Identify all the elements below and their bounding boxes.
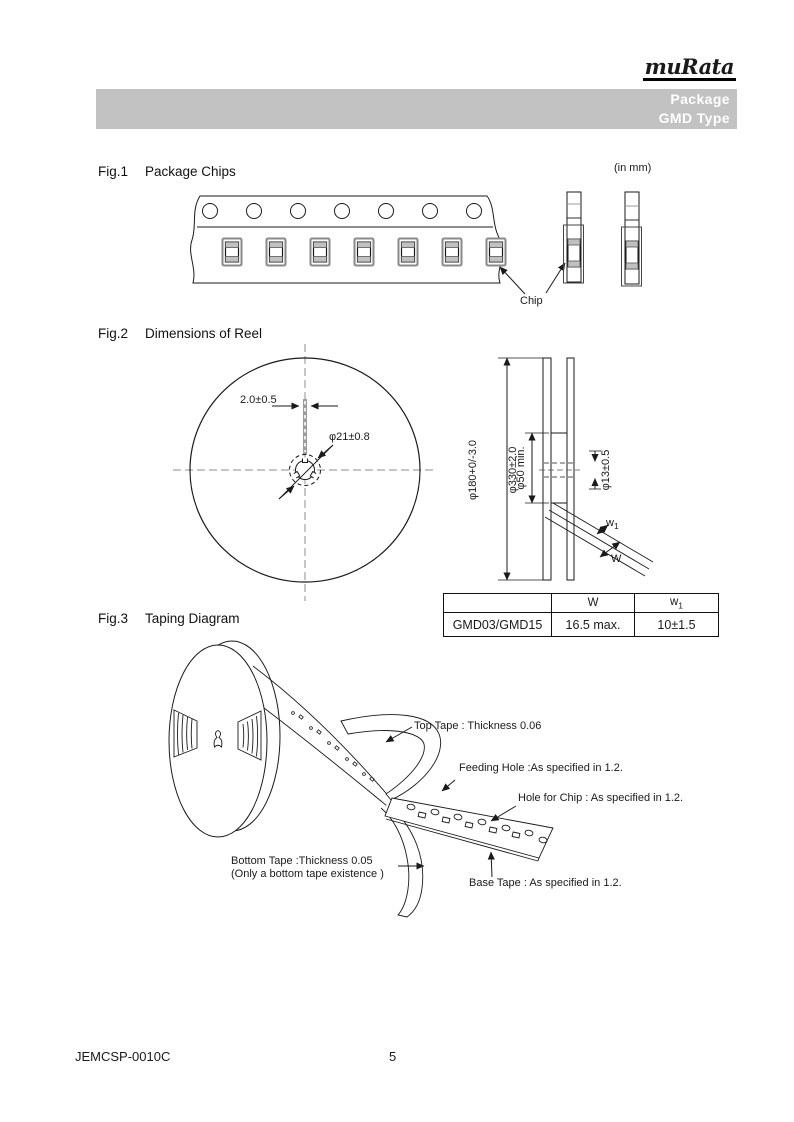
reel-window-left: [173, 709, 198, 758]
sprocket-holes: [202, 203, 482, 219]
table-cell-w: 16.5 max.: [551, 612, 635, 637]
fig3-drawing: [168, 640, 554, 918]
feeding-holes: [406, 803, 548, 844]
chip-callout-arrows: [499, 262, 566, 295]
chip-callout-label: Chip: [520, 295, 543, 307]
fig3-title: Fig.3 Taping Diagram: [98, 611, 240, 626]
top-tape-label: Top Tape : Thickness 0.06: [414, 720, 542, 732]
chip-pockets: [221, 237, 507, 267]
fig2-rotated-dim-labels: φ180+0/-3.0 φ330±2.0 φ50 min. φ13±0.5: [467, 440, 612, 500]
unit-note: (in mm): [614, 162, 652, 174]
tape-side-view-1: [563, 191, 584, 284]
tape-leader-lines: [544, 502, 654, 577]
dimension-lines: [498, 357, 621, 581]
dim-w1-label: w1: [606, 517, 619, 532]
hole-for-chip-label: Hole for Chip : As specified in 1.2.: [518, 792, 684, 804]
top-tape-peel-loop: [340, 714, 441, 801]
banner-line-package: Package: [670, 91, 730, 107]
header-banner: Package GMD Type: [96, 89, 737, 129]
table-cell-w1: 10±1.5: [634, 612, 719, 637]
dim-w-label: W: [611, 553, 622, 565]
dim-hub-hole-label: φ21±0.8: [329, 431, 370, 443]
reel-front-view: [173, 344, 437, 601]
svg-text:φ13±0.5: φ13±0.5: [600, 450, 612, 491]
table-header-w: W: [551, 593, 635, 613]
reel-side-view: [498, 357, 654, 581]
bottom-tape-label-line1: Bottom Tape :Thickness 0.05: [231, 855, 373, 867]
fig2-number: Fig.2: [98, 326, 129, 341]
fig3-callout-arrows: [385, 726, 517, 878]
bottom-tape-label-line2: (Only a bottom tape existence ): [231, 868, 384, 880]
table-header-w1: w1: [634, 593, 719, 613]
tape-side-view-2: [621, 191, 642, 287]
fig2-caption: Dimensions of Reel: [145, 326, 263, 341]
reel-center-key: [213, 730, 223, 748]
dim-slot-width-label: 2.0±0.5: [240, 394, 277, 406]
fig3-caption: Taping Diagram: [145, 611, 240, 626]
tape-feed-marks: [291, 711, 375, 782]
footer-doc-code: JEMCSP-0010C: [75, 1049, 171, 1064]
svg-text:φ180+0/-3.0: φ180+0/-3.0: [467, 440, 479, 500]
fig2-title: Fig.2 Dimensions of Reel: [98, 326, 262, 341]
table-row: GMD03/GMD15 16.5 max. 10±1.5: [443, 612, 719, 637]
bottom-tape-label: Bottom Tape :Thickness 0.05 (Only a bott…: [231, 855, 384, 881]
fig2-drawing: φ180+0/-3.0 φ330±2.0 φ50 min. φ13±0.5: [173, 344, 654, 601]
footer-page-number: 5: [389, 1049, 397, 1064]
banner-line-type: GMD Type: [658, 110, 730, 126]
hub-key-notches: [292, 457, 318, 479]
base-tape-label: Base Tape : As specified in 1.2.: [469, 877, 622, 889]
murata-logo-text: muRata: [642, 54, 736, 81]
table-header-blank: [443, 593, 552, 613]
table-header-row: W w1: [443, 593, 719, 613]
svg-text:φ330±2.0: φ330±2.0: [507, 447, 519, 494]
fig1-drawing: [190, 191, 642, 295]
chip-holes: [417, 811, 521, 839]
fig1-number: Fig.1: [98, 164, 129, 179]
bottom-tape-curl: [380, 803, 424, 918]
reel-window-right: [237, 710, 262, 761]
fig1-caption: Package Chips: [145, 164, 236, 179]
feeding-hole-label: Feeding Hole :As specified in 1.2.: [459, 762, 623, 774]
murata-logo: muRata: [640, 56, 736, 81]
reel-dimension-table: W w1 GMD03/GMD15 16.5 max. 10±1.5: [443, 593, 719, 637]
fig3-number: Fig.3: [98, 611, 129, 626]
svg-text:φ50 min.: φ50 min.: [515, 446, 527, 489]
fig1-title: Fig.1 Package Chips: [98, 164, 236, 179]
table-cell-model: GMD03/GMD15: [443, 612, 552, 637]
